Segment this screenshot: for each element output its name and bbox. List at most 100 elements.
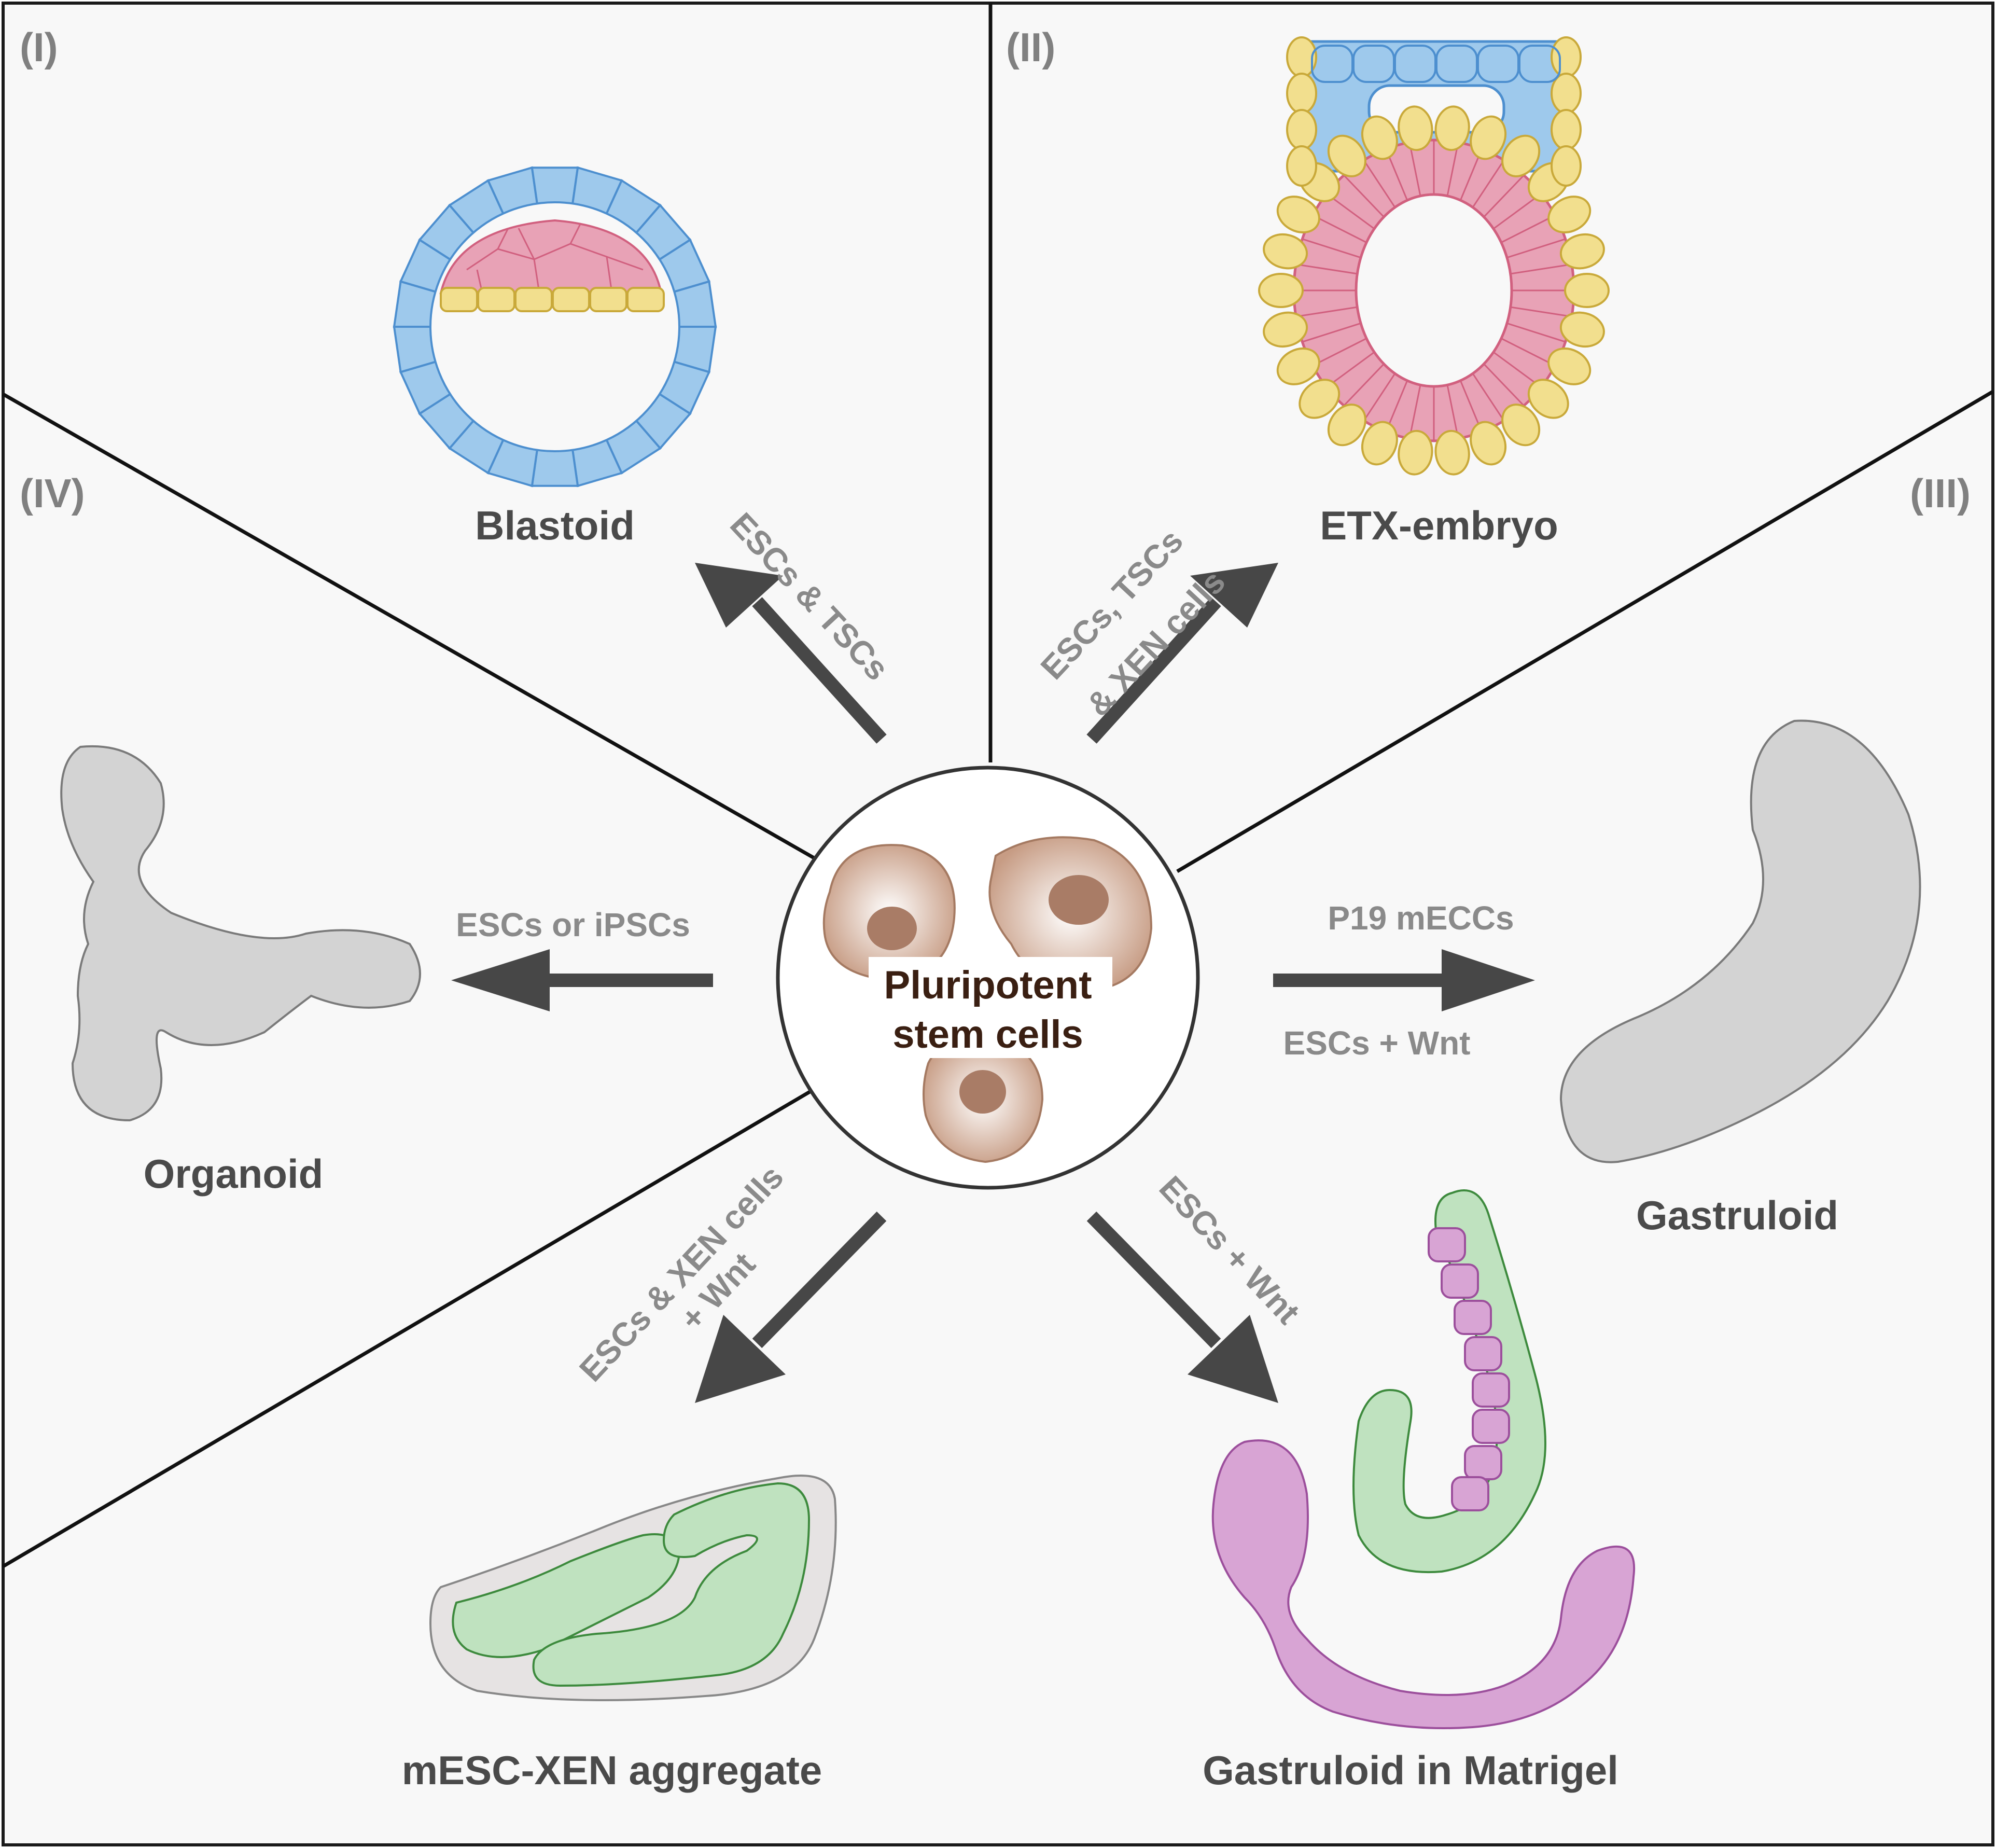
arrow-to-gastruloid: [1273, 949, 1535, 1011]
etx-endoderm-cell: [1327, 404, 1366, 447]
etx-endoderm-cell: [1434, 105, 1470, 151]
divider-upper-right: [1176, 390, 1994, 873]
etx-embryo-illustration: [1258, 36, 1610, 476]
organoid-shape: [60, 745, 421, 1122]
etx-cell-boundary: [1493, 193, 1542, 230]
etx-endoderm-cell: [1434, 429, 1470, 476]
endoderm-cell: [552, 287, 590, 312]
etx-endoderm-cell: [1527, 379, 1569, 419]
divider-lower-left: [2, 1087, 815, 1568]
etx-endoderm-cell: [1547, 196, 1592, 234]
etx-endoderm-cell: [1361, 421, 1398, 466]
etx-cell-boundary: [1295, 306, 1358, 317]
gastruloid-title: Gastruloid: [1636, 1192, 1838, 1238]
etx-cell-boundary: [1446, 384, 1459, 439]
etx-cell-boundary: [1501, 214, 1556, 243]
mesc-xen-aggregate-illustration: [429, 1475, 837, 1701]
etx-cell-boundary: [1501, 338, 1556, 367]
section-label-i: (I): [20, 24, 58, 70]
organoid-source-label: ESCs or iPSCs: [456, 906, 690, 943]
endoderm-cell: [626, 287, 665, 312]
somite: [1464, 1445, 1502, 1480]
gastruloid-source-label-1: P19 mECCs: [1328, 899, 1514, 937]
etx-cell-boundary: [1326, 193, 1375, 230]
etx-endoderm-cell: [1551, 145, 1582, 187]
organoid-title: Organoid: [144, 1151, 324, 1197]
etx-cell-boundary: [1363, 373, 1396, 421]
section-dividers: [2, 3, 1994, 1568]
stem-cell-1-nucleus: [867, 907, 917, 950]
stem-cell-2-nucleus: [1049, 875, 1109, 925]
blastoid-illustration: [393, 166, 717, 488]
section-label-iii: (III): [1910, 470, 1971, 516]
etx-cell-boundary: [1295, 263, 1358, 275]
etx-cell-boundary: [1343, 174, 1385, 218]
etx-cell-boundary: [1326, 351, 1375, 388]
endoderm-cell: [589, 287, 627, 312]
divider-upper-left: [2, 392, 820, 863]
somite: [1451, 1476, 1489, 1511]
etx-endoderm-cell: [1470, 115, 1507, 160]
gastruloid-source-label-2: ESCs + Wnt: [1283, 1024, 1471, 1062]
endoderm-cell: [514, 287, 553, 312]
etx-radial-cell-lines: [1294, 140, 1574, 441]
arrow-to-organoid: [451, 949, 713, 1011]
etx-cell-boundary: [1312, 214, 1367, 243]
aggregate-green-tissue-right: [532, 1482, 811, 1687]
endoderm-cell: [440, 287, 478, 312]
etx-endoderm-cell: [1398, 429, 1433, 476]
etx-cell-boundary: [1408, 384, 1421, 439]
etx-cell-boundary: [1510, 306, 1572, 317]
etx-cell-boundary: [1408, 142, 1421, 197]
etx-endoderm-cell: [1501, 404, 1541, 447]
etx-endoderm-cell: [1501, 134, 1541, 177]
pluripotent-stem-cells-node: Pluripotent stem cells: [776, 766, 1200, 1190]
etx-blue-cell: [1518, 45, 1561, 83]
etx-cell-boundary: [1312, 338, 1367, 367]
somite: [1428, 1227, 1466, 1262]
etx-endoderm-cell: [1361, 115, 1398, 160]
somite: [1441, 1263, 1479, 1299]
gastruloid-shape: [1559, 719, 1921, 1163]
etx-cell-boundary: [1343, 363, 1385, 407]
arrows: [451, 563, 1535, 1403]
etx-cell-boundary: [1483, 174, 1525, 218]
etx-endoderm-cell: [1398, 105, 1433, 151]
center-label-line1: Pluripotent: [884, 963, 1092, 1007]
arrow-to-gastruloid-matrigel: [1086, 1211, 1278, 1403]
somite: [1472, 1409, 1510, 1444]
trophectoderm-ring: [393, 166, 717, 488]
aggregate-green-tissue-left: [452, 1533, 681, 1658]
center-label-backdrop: [869, 957, 1112, 1058]
arrow-to-blastoid: [695, 563, 887, 744]
etx-cell-boundary: [1472, 373, 1505, 421]
etx-cell-boundary: [1363, 160, 1396, 208]
etx-endoderm-cell: [1547, 347, 1592, 385]
endoderm-cell: [477, 287, 515, 312]
etx-cell-boundary: [1483, 363, 1525, 407]
etx-endoderm-cell: [1286, 109, 1317, 150]
etx-endoderm-cell: [1551, 109, 1582, 150]
etx-cell-boundary: [1493, 351, 1542, 388]
etx-endoderm-cell: [1299, 379, 1341, 419]
etx-endoderm-cell: [1564, 273, 1610, 308]
somite: [1464, 1336, 1502, 1371]
etx-cell-boundary: [1506, 238, 1566, 259]
matrigel-purple-body: [1211, 1439, 1636, 1729]
section-label-iv: (IV): [20, 470, 85, 516]
etx-cell-boundary: [1510, 263, 1572, 275]
etx-endoderm-cell: [1258, 273, 1304, 308]
gastruloid-matrigel-title: Gastruloid in Matrigel: [1203, 1747, 1618, 1793]
etx-endoderm-cell: [1470, 421, 1507, 466]
etx-visceral-endoderm-cells: [1258, 36, 1610, 476]
etx-endoderm-cell: [1276, 196, 1320, 234]
etx-embryo-title: ETX-embryo: [1320, 503, 1558, 548]
etx-endoderm-cell: [1286, 73, 1317, 114]
gastruloid-matrigel-illustration: [1211, 1189, 1636, 1729]
etx-endoderm-cell: [1263, 233, 1308, 270]
trophectoderm-cell: [531, 166, 579, 205]
etx-cell-boundary: [1446, 142, 1459, 197]
inner-cell-mass: [439, 219, 663, 294]
primitive-endoderm-cells: [440, 287, 665, 312]
